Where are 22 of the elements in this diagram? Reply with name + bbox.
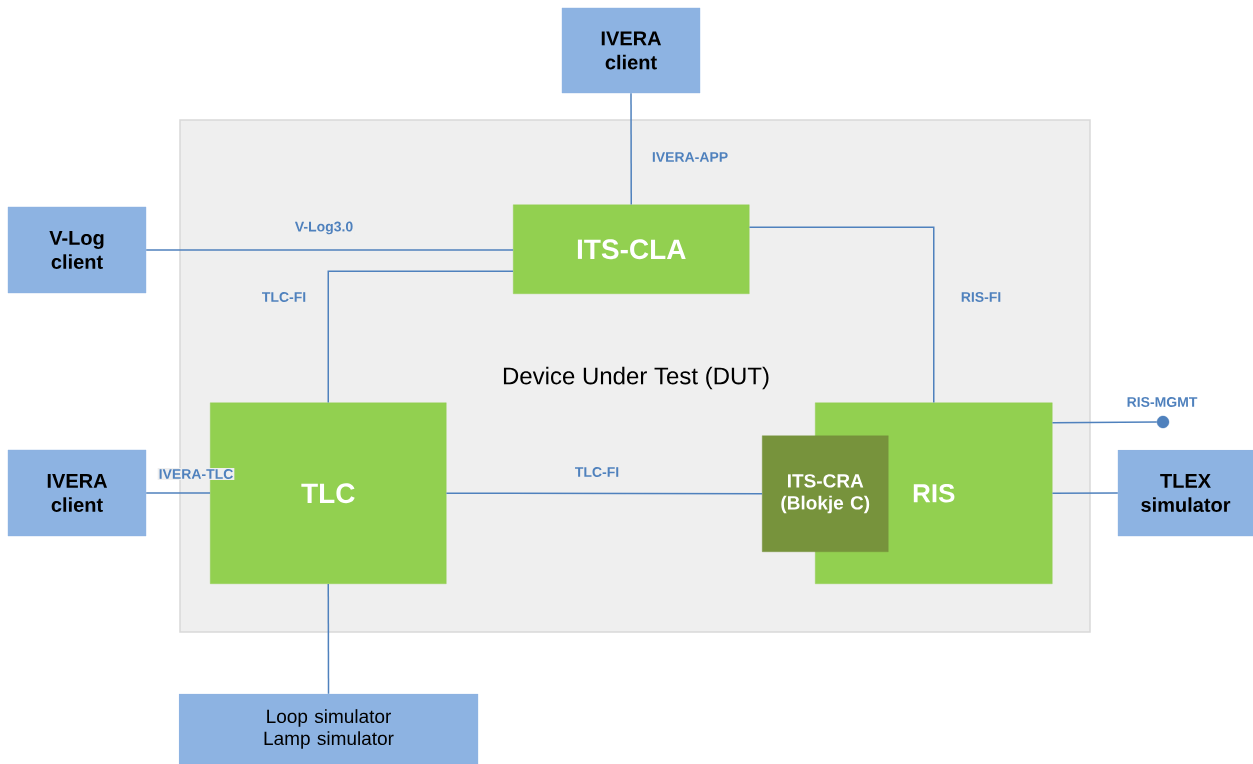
simulator-box: Loop simulator Lamp simulator xyxy=(178,693,479,764)
edge-label: TLC-FI xyxy=(573,466,621,478)
client-box: IVERA client xyxy=(7,449,147,537)
connector-line xyxy=(630,92,632,206)
connector-line xyxy=(1051,492,1119,494)
edge-label: TLC-FI xyxy=(260,291,308,303)
edge-label: IVERA-APP xyxy=(650,151,730,163)
edge-label: RIS-MGMT xyxy=(1125,396,1199,408)
component-box: ITS-CLA xyxy=(513,204,750,294)
connector-line xyxy=(1051,421,1158,424)
client-box: V-Log client xyxy=(7,206,147,294)
client-box: IVERA client xyxy=(561,7,701,94)
connector-line xyxy=(445,492,763,495)
edge-label: IVERA-TLC xyxy=(157,468,235,480)
connector-line xyxy=(145,492,211,494)
connector-line xyxy=(748,226,935,404)
component-box: ITS-CRA (Blokje C) xyxy=(762,435,889,552)
simulator-box: TLEX simulator xyxy=(1117,449,1253,537)
connector-line xyxy=(145,249,514,251)
connector-line xyxy=(327,270,514,404)
edge-label: RIS-FI xyxy=(959,291,1003,303)
connector-line xyxy=(327,583,330,695)
